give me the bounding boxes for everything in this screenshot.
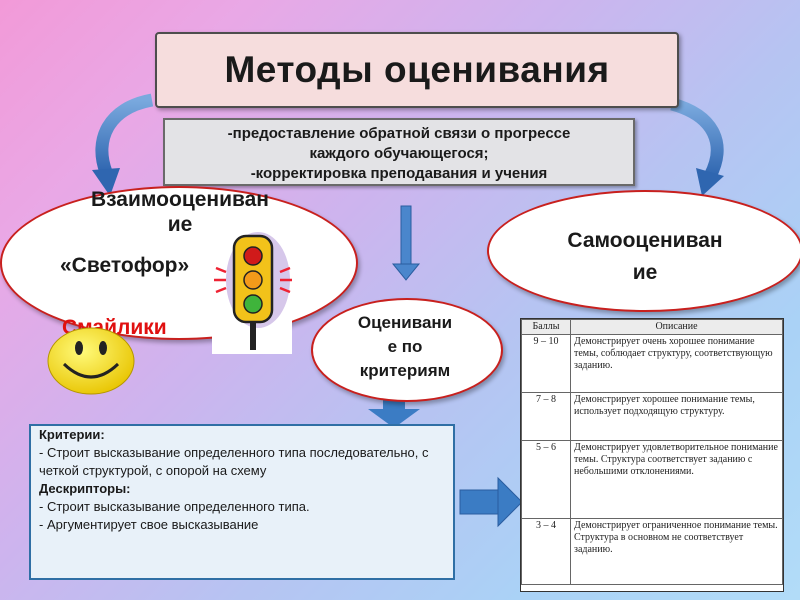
goal-line: -предоставление обратной связи о прогрес… [227, 125, 571, 142]
goal-line: каждого обучающегося; [309, 145, 489, 162]
criteria-assessment-label: Оценивани е по критериям [357, 313, 453, 380]
page-title: Методы оценивания [224, 49, 610, 90]
goals-box: -предоставление обратной связи о прогрес… [163, 118, 635, 186]
curved-arrow-left [92, 93, 154, 196]
table-header-row: Баллы Описание [521, 319, 783, 335]
table-cell-points: 9 – 10 [521, 334, 571, 393]
table-row: 3 – 4 Демонстрирует ограниченное пониман… [521, 518, 783, 585]
table-row: 9 – 10 Демонстрирует очень хорошее поним… [521, 334, 783, 393]
down-arrow-center [391, 205, 421, 281]
table-header-points: Баллы [521, 319, 571, 335]
title-box: Методы оценивания [155, 32, 679, 108]
table-cell-description: Демонстрирует хорошее понимание темы, ис… [570, 392, 783, 441]
peer-assessment-ellipse [0, 186, 358, 340]
table-cell-points: 7 – 8 [521, 392, 571, 441]
curved-arrow-right [670, 97, 724, 196]
descriptor-item: - Строит высказывание определенного типа… [39, 499, 310, 514]
criteria-assessment-ellipse [311, 298, 503, 402]
table-header-description: Описание [570, 319, 783, 335]
goal-line: -корректировка преподавания и учения [250, 165, 548, 182]
table-cell-points: 3 – 4 [521, 518, 571, 585]
traffic-light-label: «Светофор» [60, 254, 190, 277]
criteria-header: Критерии: [39, 427, 105, 442]
criteria-item: - Строит высказывание определенного типа… [39, 445, 429, 478]
right-arrow-to-table [459, 476, 523, 528]
table-cell-description: Демонстрирует очень хорошее понимание те… [570, 334, 783, 393]
criteria-descriptors-box: Критерии: - Строит высказывание определе… [29, 424, 455, 580]
table-row: 5 – 6 Демонстрирует удовлетворительное п… [521, 440, 783, 519]
self-assessment-ellipse [487, 190, 800, 312]
peer-assessment-label: Взаимооцениван ие [90, 188, 269, 236]
scoring-table: Баллы Описание 9 – 10 Демонстрирует очен… [520, 318, 784, 592]
table-cell-description: Демонстрирует удовлетворительное пониман… [570, 440, 783, 519]
table-row: 7 – 8 Демонстрирует хорошее понимание те… [521, 392, 783, 441]
smiley-icon [47, 327, 135, 395]
table-cell-points: 5 – 6 [521, 440, 571, 519]
traffic-light-icon [212, 228, 292, 354]
table-cell-description: Демонстрирует ограниченное понимание тем… [570, 518, 783, 585]
descriptors-header: Дескрипторы: [39, 481, 131, 496]
self-assessment-label: Самооцениван ие [567, 229, 723, 284]
descriptor-item: - Аргументирует свое высказывание [39, 517, 259, 532]
